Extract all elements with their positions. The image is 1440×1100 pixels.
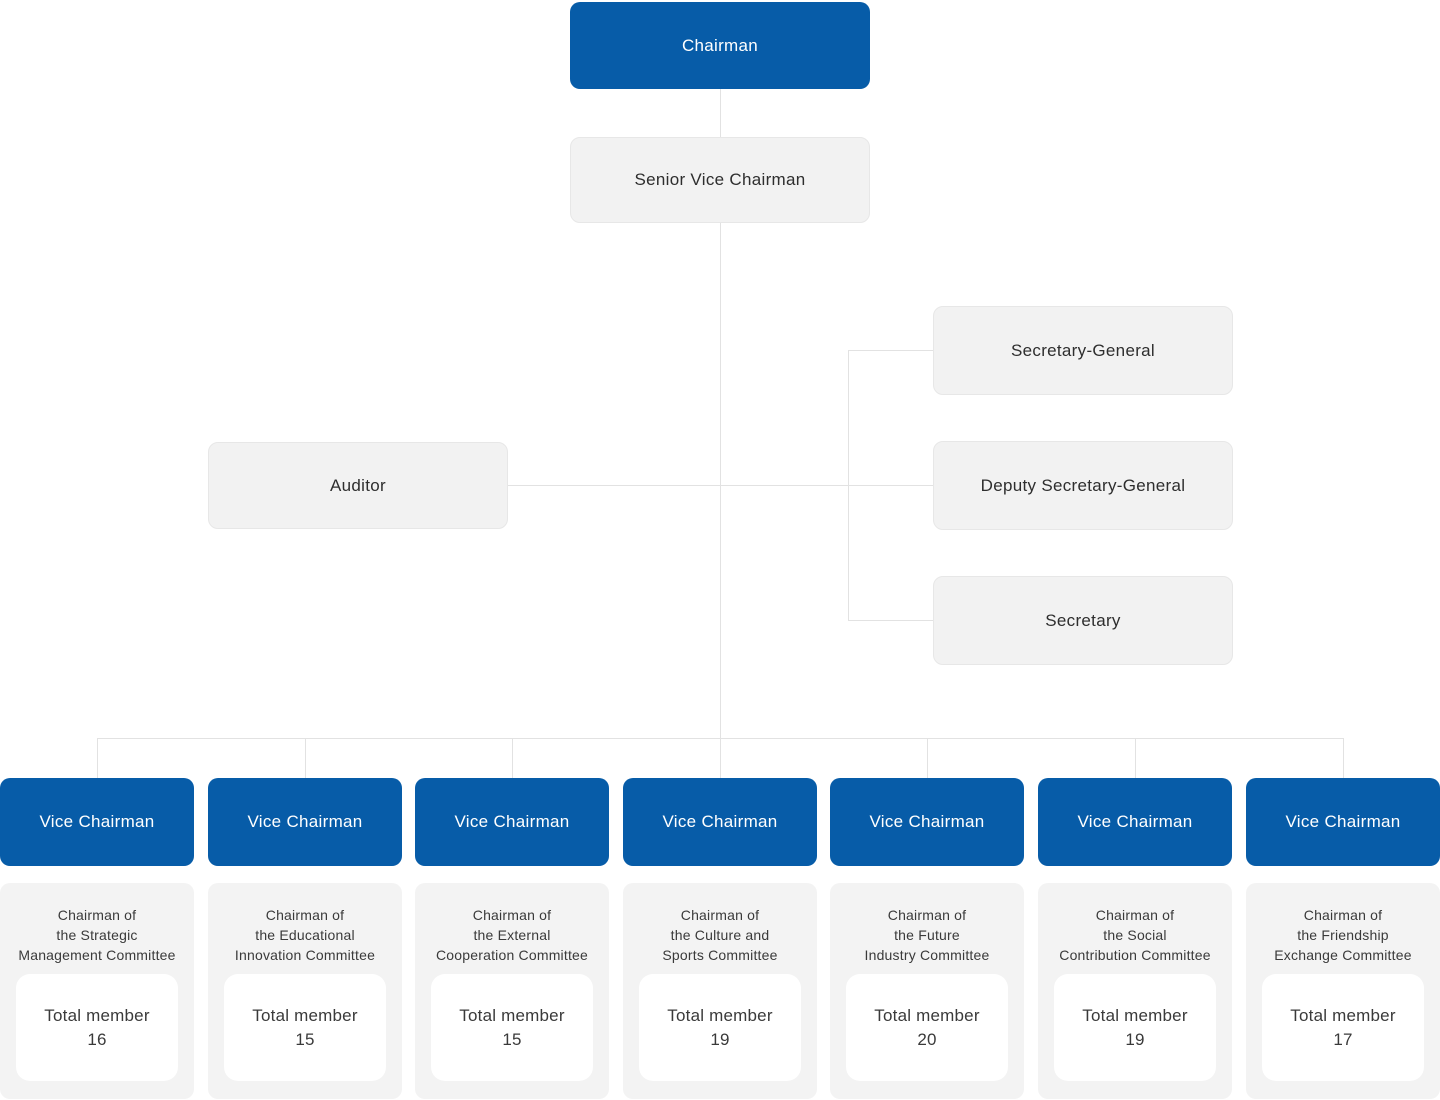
- node-chairman-label: Chairman: [681, 35, 759, 55]
- node-chairman: Chairman: [570, 2, 870, 89]
- connector-main-trunk: [719, 223, 721, 778]
- node-vice-chairman-4: Vice Chairman: [623, 778, 817, 866]
- node-vice-chairman-label: Vice Chairman: [1285, 812, 1401, 831]
- committee-title: Chairman of the Future Industry Committe…: [864, 907, 990, 963]
- committee-card-future-industry: Chairman of the Future Industry Committe…: [830, 883, 1024, 1099]
- node-vice-chairman-1: Vice Chairman: [0, 778, 194, 866]
- total-member-label: Total member: [44, 1005, 150, 1025]
- node-vice-chairman-label: Vice Chairman: [247, 812, 363, 831]
- committee-card-external-cooperation: Chairman of the External Cooperation Com…: [415, 883, 609, 1099]
- node-vice-chairman-label: Vice Chairman: [39, 812, 155, 831]
- total-member-box: Total member 16: [16, 974, 178, 1081]
- node-vice-chairman-label: Vice Chairman: [869, 812, 985, 831]
- committee-title: Chairman of the Friendship Exchange Comm…: [1274, 907, 1412, 963]
- total-member-box: Total member 19: [639, 974, 801, 1081]
- node-secretary: Secretary: [933, 576, 1233, 665]
- node-vice-chairman-label: Vice Chairman: [1077, 812, 1193, 831]
- committee-card-educational-innovation: Chairman of the Educational Innovation C…: [208, 883, 402, 1099]
- connector-secretary-general-stub: [848, 350, 933, 351]
- connector-vc-drop-2: [304, 738, 306, 778]
- committee-card-social-contribution: Chairman of the Social Contribution Comm…: [1038, 883, 1232, 1099]
- node-vice-chairman-6: Vice Chairman: [1038, 778, 1232, 866]
- committee-card-friendship-exchange: Chairman of the Friendship Exchange Comm…: [1246, 883, 1440, 1099]
- total-member-count: 15: [295, 1029, 315, 1049]
- total-member-count: 17: [1333, 1029, 1353, 1049]
- total-member-label: Total member: [252, 1005, 358, 1025]
- total-member-box: Total member 20: [846, 974, 1008, 1081]
- node-auditor-label: Auditor: [330, 475, 386, 495]
- node-senior-vice-chairman: Senior Vice Chairman: [570, 137, 870, 223]
- node-secretary-label: Secretary: [1045, 610, 1121, 630]
- total-member-count: 20: [917, 1029, 937, 1049]
- total-member-count: 15: [502, 1029, 522, 1049]
- committee-title: Chairman of the External Cooperation Com…: [435, 907, 589, 963]
- connector-auditor-secretariat: [508, 485, 933, 486]
- node-auditor: Auditor: [208, 442, 508, 529]
- connector-secretary-stub: [848, 620, 933, 621]
- node-vice-chairman-3: Vice Chairman: [415, 778, 609, 866]
- total-member-box: Total member 19: [1054, 974, 1216, 1081]
- connector-secretariat-bracket: [848, 350, 849, 621]
- node-deputy-secretary-general: Deputy Secretary-General: [933, 441, 1233, 530]
- connector-vc-drop-7: [1342, 738, 1344, 778]
- connector-vc-drop-1: [96, 738, 98, 778]
- connector-chairman-svc: [719, 89, 721, 137]
- connector-vc-drop-5: [926, 738, 928, 778]
- total-member-label: Total member: [1290, 1005, 1396, 1025]
- total-member-label: Total member: [459, 1005, 565, 1025]
- total-member-box: Total member 15: [431, 974, 593, 1081]
- node-senior-vice-chairman-label: Senior Vice Chairman: [634, 170, 806, 189]
- node-vice-chairman-7: Vice Chairman: [1246, 778, 1440, 866]
- total-member-count: 19: [710, 1029, 730, 1049]
- node-deputy-secretary-general-label: Deputy Secretary-General: [980, 475, 1186, 495]
- total-member-label: Total member: [874, 1005, 980, 1025]
- total-member-label: Total member: [1082, 1005, 1188, 1025]
- connector-vice-chairmen-bus: [97, 738, 1343, 739]
- total-member-box: Total member 17: [1262, 974, 1424, 1081]
- total-member-count: 19: [1125, 1029, 1145, 1049]
- total-member-box: Total member 15: [224, 974, 386, 1081]
- node-secretary-general: Secretary-General: [933, 306, 1233, 395]
- committee-title: Chairman of the Culture and Sports Commi…: [662, 907, 778, 963]
- total-member-label: Total member: [667, 1005, 773, 1025]
- node-vice-chairman-2: Vice Chairman: [208, 778, 402, 866]
- node-secretary-general-label: Secretary-General: [1011, 340, 1155, 360]
- committee-title: Chairman of the Educational Innovation C…: [234, 907, 376, 963]
- total-member-count: 16: [87, 1029, 107, 1049]
- connector-vc-drop-3: [511, 738, 513, 778]
- committee-title: Chairman of the Social Contribution Comm…: [1059, 907, 1211, 963]
- node-vice-chairman-5: Vice Chairman: [830, 778, 1024, 866]
- node-vice-chairman-label: Vice Chairman: [454, 812, 570, 831]
- node-vice-chairman-label: Vice Chairman: [662, 812, 778, 831]
- committee-title: Chairman of the Strategic Management Com…: [18, 907, 176, 963]
- connector-vc-drop-6: [1134, 738, 1136, 778]
- committee-card-strategic-management: Chairman of the Strategic Management Com…: [0, 883, 194, 1099]
- committee-card-culture-sports: Chairman of the Culture and Sports Commi…: [623, 883, 817, 1099]
